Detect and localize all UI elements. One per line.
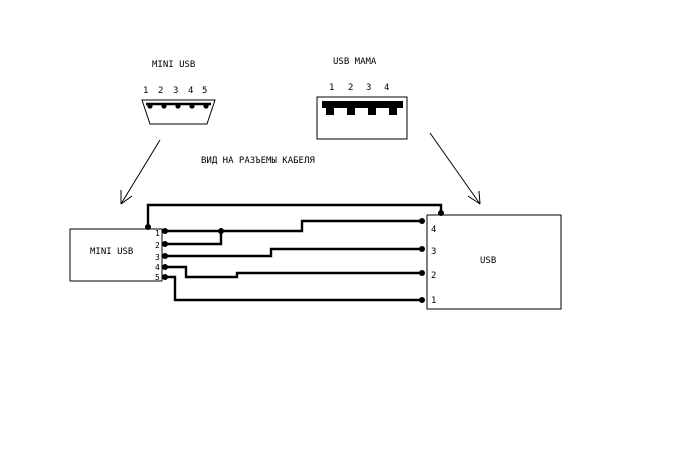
usb-box-pin-4: 4 bbox=[431, 225, 436, 235]
mini-usb-view-pin-5: 5 bbox=[202, 86, 207, 96]
usb-mama-view-pin-2: 2 bbox=[348, 83, 353, 93]
usb-mama-contact-4 bbox=[389, 107, 397, 115]
mini-usb-box-pin-3: 3 bbox=[155, 253, 160, 262]
mini-usb-contact-2 bbox=[161, 103, 167, 109]
caption: ВИД НА РАЗЪЕМЫ КАБЕЛЯ bbox=[201, 156, 315, 166]
mini-usb-view-pin-3: 3 bbox=[173, 86, 178, 96]
arrow-to-mini-usb bbox=[120, 139, 161, 205]
junction-dot bbox=[419, 218, 425, 224]
junction-dot bbox=[419, 297, 425, 303]
junction-dot bbox=[162, 274, 168, 280]
junction-dot bbox=[419, 270, 425, 276]
wire-pin1-to-usb4 bbox=[165, 219, 422, 233]
usb-mama-face-view: USB MAMA 1 2 3 4 bbox=[316, 57, 408, 140]
junction-dot bbox=[218, 228, 224, 234]
junction-dot bbox=[162, 264, 168, 270]
mini-usb-view-pin-2: 2 bbox=[158, 86, 163, 96]
usb-mama-view-pin-4: 4 bbox=[384, 83, 389, 93]
mini-usb-contact-5 bbox=[203, 103, 209, 109]
arrow-to-usb bbox=[429, 132, 481, 205]
usb-box: USB 4 3 2 1 bbox=[426, 214, 562, 310]
wire-pin5-to-usb1 bbox=[165, 275, 422, 302]
mini-usb-view-pin-1: 1 bbox=[143, 86, 148, 96]
usb-mama-contact-1 bbox=[326, 107, 334, 115]
usb-box-pin-3: 3 bbox=[431, 247, 436, 257]
mini-usb-contact-1 bbox=[147, 103, 153, 109]
usb-mama-contact-3 bbox=[368, 107, 376, 115]
mini-usb-box-pin-1: 1 bbox=[155, 229, 160, 238]
usb-mama-view-title: USB MAMA bbox=[333, 57, 377, 67]
mini-usb-view-pin-4: 4 bbox=[188, 86, 193, 96]
junction-dot bbox=[438, 210, 444, 216]
usb-box-pin-1: 1 bbox=[431, 296, 436, 306]
usb-mama-view-pin-3: 3 bbox=[366, 83, 371, 93]
usb-mama-contact-2 bbox=[347, 107, 355, 115]
junction-dot bbox=[162, 241, 168, 247]
mini-usb-contact-3 bbox=[175, 103, 181, 109]
wires bbox=[145, 203, 444, 303]
mini-usb-trapezoid-outline bbox=[141, 99, 216, 125]
mini-usb-box-pin-2: 2 bbox=[155, 241, 160, 250]
junction-dot bbox=[419, 246, 425, 252]
wire-pin2-tap bbox=[165, 231, 223, 246]
usb-mama-contact-bar bbox=[322, 101, 403, 108]
mini-usb-box: MINI USB 1 2 3 4 5 bbox=[69, 228, 163, 282]
usb-box-label: USB bbox=[480, 256, 496, 266]
usb-mama-outline bbox=[316, 96, 408, 140]
mini-usb-box-pin-5: 5 bbox=[155, 273, 160, 282]
usb-box-pin-2: 2 bbox=[431, 271, 436, 281]
mini-usb-face-view: MINI USB 1 2 3 4 5 bbox=[141, 60, 216, 125]
wire-top-loop bbox=[146, 203, 443, 227]
mini-usb-box-pin-4: 4 bbox=[155, 263, 160, 272]
mini-usb-view-title: MINI USB bbox=[152, 60, 195, 70]
wire-pin4-to-usb2 bbox=[165, 265, 422, 279]
mini-usb-box-label: MINI USB bbox=[90, 247, 133, 257]
wire-pin3-to-usb3 bbox=[165, 247, 422, 258]
mini-usb-contact-4 bbox=[189, 103, 195, 109]
junction-dot bbox=[145, 224, 151, 230]
usb-mama-view-pin-1: 1 bbox=[329, 83, 334, 93]
junction-dot bbox=[162, 228, 168, 234]
junction-dot bbox=[162, 253, 168, 259]
